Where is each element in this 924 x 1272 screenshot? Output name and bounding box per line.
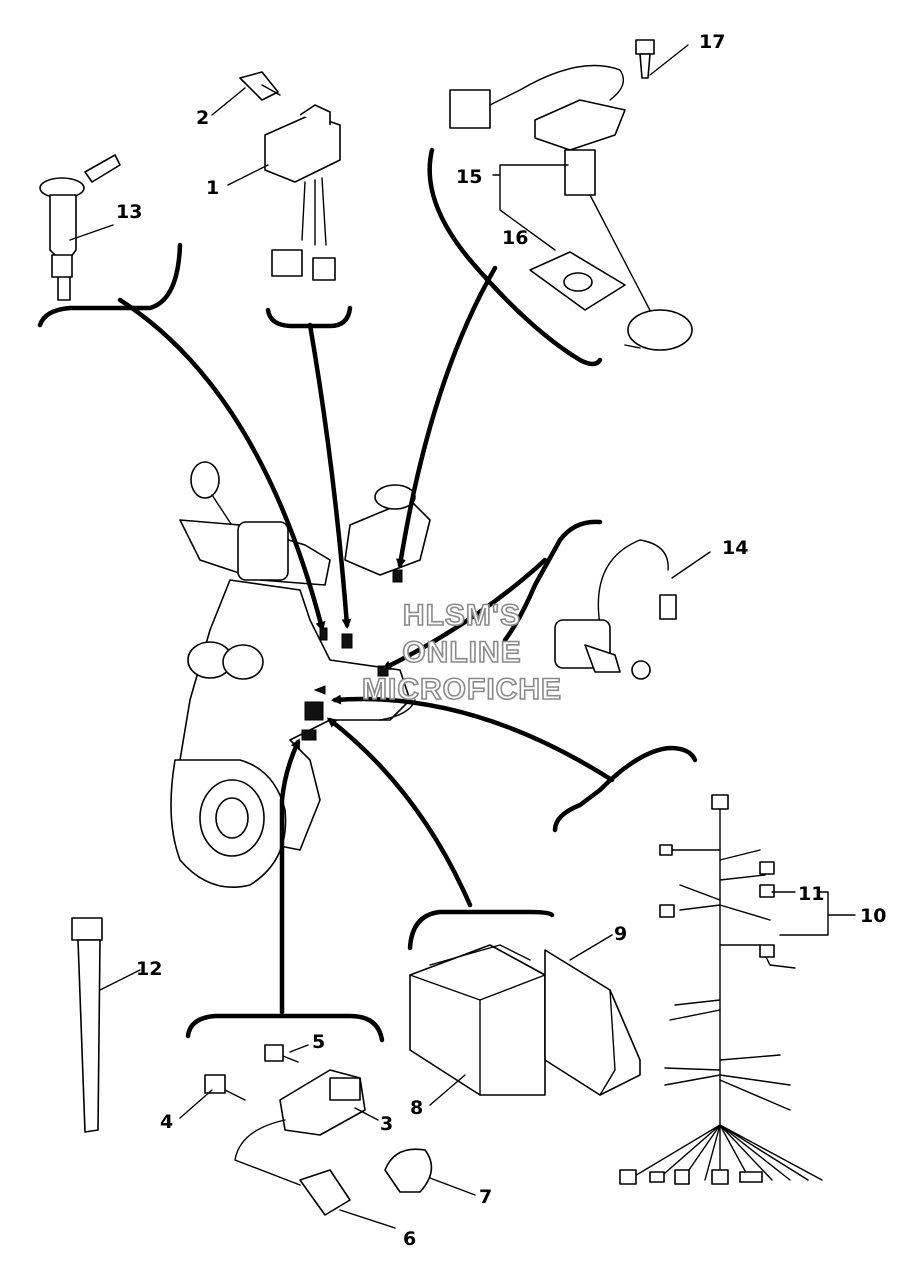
loc-1 [341,633,353,649]
callout-7: 7 [479,1186,492,1208]
callout-6: 6 [403,1228,416,1250]
part-15-illustration [449,64,693,351]
part-16-illustration [529,251,626,311]
callout-9: 9 [614,923,627,945]
callout-13: 13 [116,201,142,223]
handlebar-right [344,499,431,576]
callout-15: 15 [456,166,482,188]
callout-14: 14 [722,537,748,559]
callout-2: 2 [196,107,209,129]
arrow-14 [381,557,548,671]
part-7-illustration [384,1148,433,1193]
callout-3: 3 [380,1113,393,1135]
bracket-8 [407,909,555,951]
callout-5: 5 [312,1031,325,1053]
part-6-illustration [299,1169,351,1216]
location-arrows [37,147,698,1043]
callout-11: 11 [798,883,824,905]
arrow-3 [279,738,301,1015]
arrow-8 [326,717,473,908]
loc-3 [301,729,317,741]
part-12-illustration [71,917,103,1133]
callout-12: 12 [136,958,162,980]
arrow-13 [117,297,326,632]
loc-10 [304,701,324,721]
watermark-line-1: HLSM'S [403,599,521,632]
part-8-illustration [409,944,546,1096]
part-10-illustration [619,794,823,1185]
part-4-illustration [204,1074,246,1101]
scooter-illustration [170,461,431,888]
callout-10: 10 [860,905,886,927]
callout-17: 17 [699,31,725,53]
bracket-15 [427,147,603,367]
bracket-3 [185,1013,385,1043]
callout-1: 1 [206,177,219,199]
leader-lines [69,44,856,1229]
left-mirror [190,461,220,499]
headlight-housing [237,521,289,581]
watermark-line-2: ONLINE [402,636,521,669]
callout-16: 16 [502,227,528,249]
bracket-14 [502,519,603,643]
bracket-10 [552,745,698,833]
callout-4: 4 [160,1111,173,1133]
part-13-illustration [39,154,121,301]
loc-13 [319,627,328,641]
part-14-illustration [554,539,677,680]
bracket-13 [37,242,183,328]
arrow-15 [396,265,498,569]
part-2-illustration [239,71,281,101]
arrow-1 [307,322,352,629]
part-3-illustration [234,1069,366,1186]
part-9-illustration [544,949,641,1096]
front-hub [215,797,249,839]
part-1-illustration [264,104,341,281]
watermark: HLSM'S ONLINE MICROFICHE [361,598,562,707]
loc-14 [377,665,389,677]
watermark-line-3: MICROFICHE [362,673,562,706]
callout-8: 8 [410,1097,423,1119]
arrow-10 [331,694,615,783]
part-5-illustration [264,1044,299,1063]
front-lamp-right [222,644,264,680]
part-17-illustration [635,39,655,79]
loc-15 [392,569,403,583]
callout-labels: 1 2 3 4 5 6 7 8 9 10 11 12 13 14 15 16 1… [116,31,886,1250]
